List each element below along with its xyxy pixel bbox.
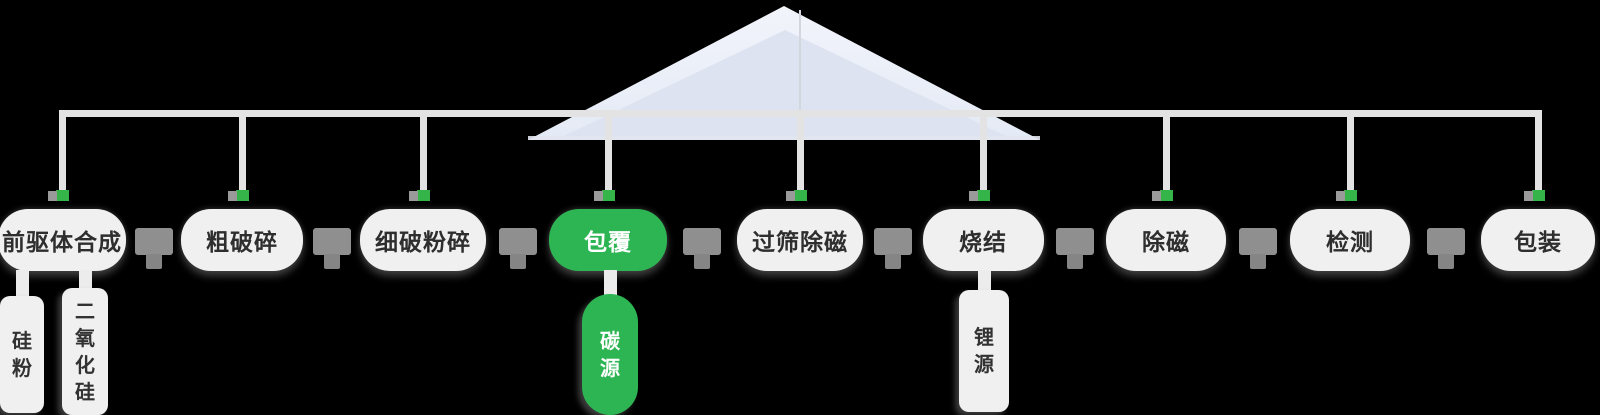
material-label-char: 源 <box>974 352 994 376</box>
drop-line <box>979 113 987 192</box>
step-label: 烧结 <box>959 230 1007 256</box>
material-label-char: 粉 <box>12 355 32 380</box>
flow-arrow-icon <box>1239 228 1277 269</box>
drop-line <box>419 113 427 192</box>
connector-cube-icon <box>408 190 430 201</box>
pill-connector-stub <box>977 270 991 295</box>
flow-arrow-head <box>134 228 173 255</box>
connector-cube-icon <box>1523 190 1545 201</box>
connector-cube-icon <box>1151 190 1173 201</box>
pyramid-center-line <box>799 10 801 140</box>
process-step-node[interactable]: 检测 <box>1290 209 1410 271</box>
flow-arrow-stem <box>884 254 901 269</box>
material-label-char: 硅 <box>75 379 95 404</box>
material-label-char: 氧 <box>75 325 95 350</box>
flow-arrow-head <box>1239 228 1277 255</box>
material-label-char: 硅 <box>12 328 32 353</box>
step-label: 过筛除磁 <box>752 230 848 256</box>
flow-arrow-stem <box>145 254 162 269</box>
drop-line <box>1534 113 1542 192</box>
drop-line <box>604 113 612 192</box>
flow-arrow-stem <box>1066 254 1083 269</box>
connector-cube-icon <box>47 190 69 201</box>
flow-arrow-icon <box>134 228 173 269</box>
flow-arrow-head <box>498 228 537 255</box>
pill-connector-stub <box>15 270 29 301</box>
flow-arrow-stem <box>694 254 710 269</box>
step-label: 细破粉碎 <box>375 230 471 256</box>
pyramid-base-line <box>528 136 1040 140</box>
flow-arrow-stem <box>509 254 526 269</box>
material-pill: 锂源 <box>959 290 1009 412</box>
flow-arrow-icon <box>498 228 537 269</box>
drop-line <box>796 113 804 192</box>
drop-line <box>238 113 246 192</box>
process-step-node[interactable]: 过筛除磁 <box>737 209 863 271</box>
flow-arrow-head <box>873 228 912 255</box>
drop-line <box>1162 113 1170 192</box>
flow-arrow-stem <box>1437 254 1454 269</box>
flow-arrow-head <box>1055 228 1094 255</box>
pyramid-inner-triangle <box>556 30 1014 140</box>
drop-line <box>58 113 66 192</box>
flow-arrow-head <box>312 228 351 255</box>
connector-cube-icon <box>593 190 615 201</box>
material-pill: 二氧化硅 <box>62 288 108 415</box>
flow-arrow-icon <box>1055 228 1094 269</box>
process-step-node[interactable]: 细破粉碎 <box>360 209 486 271</box>
step-label: 除磁 <box>1142 230 1190 256</box>
material-label-char: 源 <box>600 355 620 380</box>
connector-cube-icon <box>785 190 807 201</box>
material-label-char: 碳 <box>600 328 620 353</box>
step-label: 粗破碎 <box>206 230 278 256</box>
material-label-char: 锂 <box>974 325 994 349</box>
flow-arrow-icon <box>683 228 721 269</box>
process-step-node[interactable]: 粗破碎 <box>181 209 303 271</box>
flow-arrow-icon <box>873 228 912 269</box>
process-step-node[interactable]: 包覆 <box>549 209 667 271</box>
material-label-char: 化 <box>75 352 95 377</box>
process-step-node[interactable]: 前驱体合成 <box>0 209 126 271</box>
flow-arrow-head <box>683 228 721 255</box>
process-step-node[interactable]: 除磁 <box>1106 209 1226 271</box>
flow-arrow-icon <box>312 228 351 269</box>
connector-cube-icon <box>227 190 249 201</box>
step-label: 前驱体合成 <box>2 230 122 256</box>
flow-arrow-icon <box>1426 228 1465 269</box>
connector-cube-icon <box>968 190 990 201</box>
flow-arrow-head <box>1426 228 1465 255</box>
pill-connector-stub <box>603 270 617 299</box>
step-label: 包装 <box>1514 230 1562 256</box>
pill-connector-stub <box>78 270 92 293</box>
process-step-node[interactable]: 包装 <box>1481 209 1595 271</box>
drop-line <box>1346 113 1354 192</box>
process-step-node[interactable]: 烧结 <box>922 209 1044 271</box>
flow-arrow-stem <box>1250 254 1266 269</box>
material-label-char: 二 <box>75 298 95 323</box>
step-label: 检测 <box>1326 230 1374 256</box>
material-pill: 硅粉 <box>0 296 44 413</box>
flow-arrow-stem <box>323 254 340 269</box>
step-label: 包覆 <box>584 230 632 256</box>
material-pill: 碳源 <box>582 294 638 415</box>
connector-cube-icon <box>1335 190 1357 201</box>
